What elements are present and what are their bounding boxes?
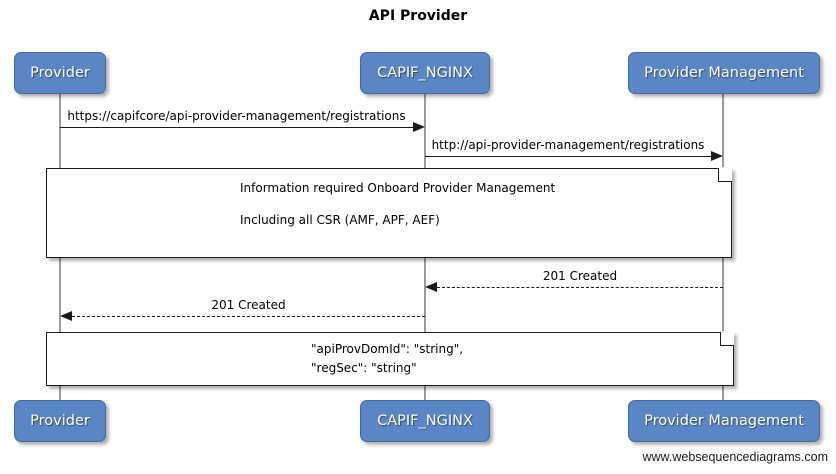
- message-2-arrowhead-icon: [711, 151, 723, 161]
- note-response-payload: [46, 331, 734, 386]
- note-1-line-1: Information required Onboard Provider Ma…: [240, 181, 556, 195]
- actor-label-provider-bottom: Provider: [30, 413, 90, 429]
- message-1-arrowhead-icon: [413, 122, 425, 132]
- note-1-line-2: Including all CSR (AMF, APF, AEF): [240, 213, 440, 227]
- actor-box-provider-management-bottom[interactable]: Provider Management: [628, 400, 820, 442]
- message-1-label: https://capifcore/api-provider-managemen…: [67, 109, 406, 123]
- message-1-line: [60, 127, 413, 128]
- note-fold-corner-icon: [718, 167, 732, 182]
- footer-credit: www.websequencediagrams.com: [642, 450, 828, 464]
- message-4-line: [72, 316, 425, 317]
- note-2-line-2: "regSec": "string": [311, 361, 417, 375]
- actor-box-provider-bottom[interactable]: Provider: [14, 400, 106, 442]
- actor-label-provider-management-bottom: Provider Management: [644, 413, 804, 429]
- message-4-label: 201 Created: [211, 298, 286, 312]
- message-2-label: http://api-provider-management/registrat…: [431, 138, 705, 152]
- actor-box-provider-management-top[interactable]: Provider Management: [628, 52, 820, 94]
- actor-box-provider-top[interactable]: Provider: [14, 52, 106, 94]
- message-4-arrowhead-icon: [60, 311, 72, 321]
- note-fold-corner-icon: [720, 331, 734, 346]
- message-2-line: [425, 156, 711, 157]
- actor-label-capif-nginx-bottom: CAPIF_NGINX: [377, 413, 473, 429]
- note-information-required: [46, 167, 732, 258]
- actor-box-capif-nginx-top[interactable]: CAPIF_NGINX: [360, 52, 490, 94]
- note-2-line-1: "apiProvDomId": "string",: [311, 342, 464, 356]
- actor-label-capif-nginx-top: CAPIF_NGINX: [377, 65, 473, 81]
- message-3-line: [437, 287, 723, 288]
- message-3-arrowhead-icon: [425, 282, 437, 292]
- actor-box-capif-nginx-bottom[interactable]: CAPIF_NGINX: [360, 400, 490, 442]
- message-3-label: 201 Created: [542, 269, 618, 283]
- page-title: API Provider: [368, 8, 468, 24]
- actor-label-provider-management-top: Provider Management: [644, 65, 804, 81]
- actor-label-provider-top: Provider: [30, 65, 90, 81]
